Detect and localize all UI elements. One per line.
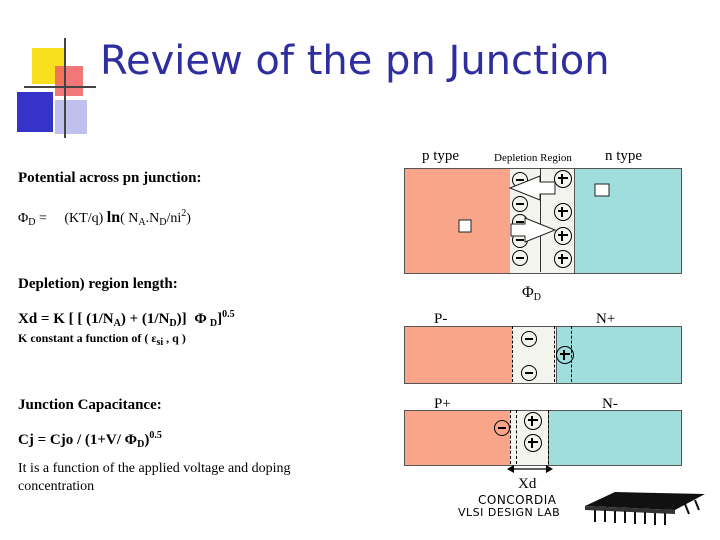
depletion-edge [512,326,513,382]
ion-plus [554,250,572,268]
concordia-logo-line2: VLSI DESIGN LAB [458,506,561,519]
n-plus-label: N+ [596,311,616,327]
n-region-top [574,168,682,274]
deco-horizontal-line [24,86,96,88]
k-constant-text: K constant a function of ( εsi , q ) [18,331,186,348]
p-minus-region [404,326,514,384]
cj-formula: Cj = Cjo / (1+V/ ΦD)0.5 [18,430,162,450]
ion-minus [521,331,537,347]
deco-blue-square [17,92,53,132]
xd-label: Xd [518,476,537,492]
ion-plus [554,170,572,188]
junction-line-top [540,168,541,272]
ion-minus [521,365,537,381]
depletion-edge [548,410,549,464]
ion-plus [554,227,572,245]
p-region-top [404,168,512,274]
deco-lightblue-square [55,100,87,134]
arrow-to-n-side [508,175,556,201]
ion-plus [524,434,542,452]
ion-plus [524,412,542,430]
phi-formula: ΦD = (KT/q) ln( NA.ND/ni2) [18,208,191,228]
n-plus-region [556,326,682,384]
ion-plus [556,346,574,364]
n-minus-region [548,410,682,466]
arrow-to-p-side [510,217,557,243]
junction-line [516,410,517,464]
concordia-logo-line1: CONCORDIA [478,493,557,507]
n-minus-label: N- [602,396,618,412]
potential-heading: Potential across pn junction: [18,170,202,186]
ion-plus [554,203,572,221]
capacitance-heading: Junction Capacitance: [18,397,162,413]
phi-symbol: Φ [18,211,29,226]
page-title: Review of the pn Junction [100,38,610,84]
ion-minus [494,420,510,436]
p-type-label: p type [422,148,460,164]
p-plus-region [404,410,512,466]
ion-minus [512,250,528,266]
p-minus-label: P- [434,311,448,327]
hole-flow-marker-right [594,183,610,197]
phi-d-label: ΦD [522,284,541,303]
deco-red-square [55,66,83,96]
ion-minus [512,196,528,212]
n-type-label: n type [605,148,643,164]
junction-line [554,326,555,382]
field-arrows [458,175,610,243]
depletion-edge [510,410,511,464]
depletion-heading: Depletion) region length: [18,276,178,292]
deco-vertical-line [64,38,66,138]
electron-flow-marker-left [458,219,472,233]
p-plus-label: P+ [434,396,451,412]
depletion-region-label: Depletion Region [494,152,572,164]
note-text: It is a function of the applied voltage … [18,461,291,494]
xd-dimension-arrow [507,465,553,473]
chip-icon [585,492,705,525]
